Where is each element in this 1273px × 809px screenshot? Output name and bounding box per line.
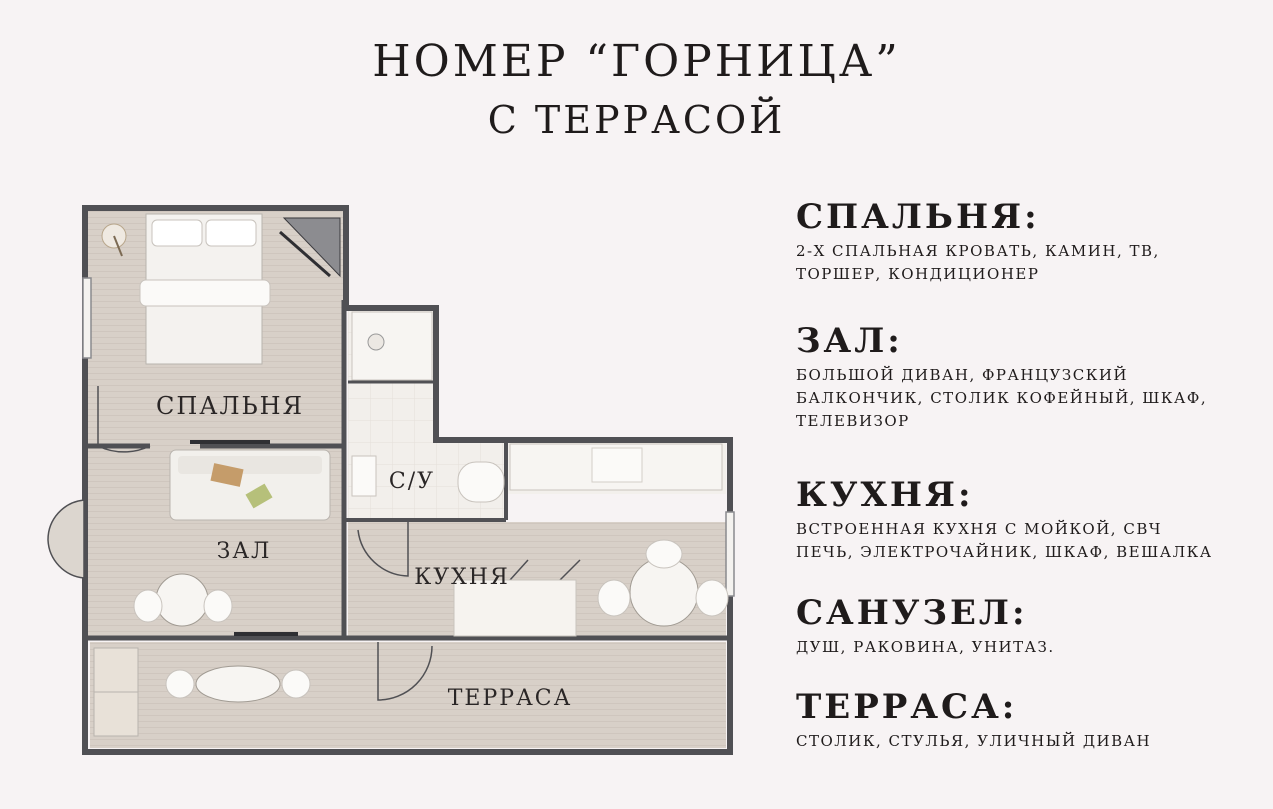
legend-text: 2-Х СПАЛЬНАЯ КРОВАТЬ, КАМИН, ТВ, ТОРШЕР,… (796, 242, 1160, 283)
page-title: НОМЕР “ГОРНИЦА” (372, 36, 901, 87)
legend-kitchen: КУХНЯ: ВСТРОЕННАЯ КУХНЯ С МОЙКОЙ, СВЧ ПЕ… (796, 474, 1256, 564)
windows (82, 277, 735, 636)
legend-title: КУХНЯ: (796, 475, 974, 515)
fireplace-tv (279, 217, 341, 278)
bed (139, 213, 271, 365)
doors (47, 386, 581, 701)
legend-text: ВСТРОЕННАЯ КУХНЯ С МОЙКОЙ, СВЧ ПЕЧЬ, ЭЛЕ… (796, 520, 1213, 561)
sofa (169, 449, 331, 521)
coffee-table (133, 573, 233, 627)
legend-title: САНУЗЕЛ: (796, 593, 1028, 633)
legend-text: СТОЛИК, СТУЛЬЯ, УЛИЧНЫЙ ДИВАН (796, 732, 1152, 750)
legend-bathroom: САНУЗЕЛ: ДУШ, РАКОВИНА, УНИТАЗ. (796, 592, 1256, 659)
legend-title: СПАЛЬНЯ: (796, 197, 1040, 237)
room-label-wc: С/У (389, 469, 435, 494)
room-label-bedroom: СПАЛЬНЯ (156, 392, 304, 420)
legend-hall: ЗАЛ: БОЛЬШОЙ ДИВАН, ФРАНЦУЗСКИЙ БАЛКОНЧИ… (796, 320, 1256, 433)
legend-title: ТЕРРАСА: (796, 687, 1018, 727)
room-label-hall: ЗАЛ (217, 539, 272, 564)
terrace-furniture (93, 647, 311, 737)
bathroom-fixtures (351, 311, 505, 503)
room-label-terrace: ТЕРРАСА (448, 686, 573, 711)
room-label-kitchen: КУХНЯ (414, 565, 510, 590)
legend-text: ДУШ, РАКОВИНА, УНИТАЗ. (796, 638, 1055, 656)
legend-title: ЗАЛ: (796, 321, 903, 361)
page-subtitle: С ТЕРРАСОЙ (487, 98, 786, 142)
legend-terrace: ТЕРРАСА: СТОЛИК, СТУЛЬЯ, УЛИЧНЫЙ ДИВАН (796, 686, 1256, 753)
floor-plan: СПАЛЬНЯ ЗАЛ С/У КУХНЯ ТЕРРАСА (47, 205, 735, 755)
legend-text: БОЛЬШОЙ ДИВАН, ФРАНЦУЗСКИЙ БАЛКОНЧИК, СТ… (796, 366, 1208, 430)
floor-lamp (101, 223, 127, 257)
walls (82, 205, 733, 755)
legend-bedroom: СПАЛЬНЯ: 2-Х СПАЛЬНАЯ КРОВАТЬ, КАМИН, ТВ… (796, 196, 1256, 286)
kitchen-fixtures (453, 443, 729, 637)
